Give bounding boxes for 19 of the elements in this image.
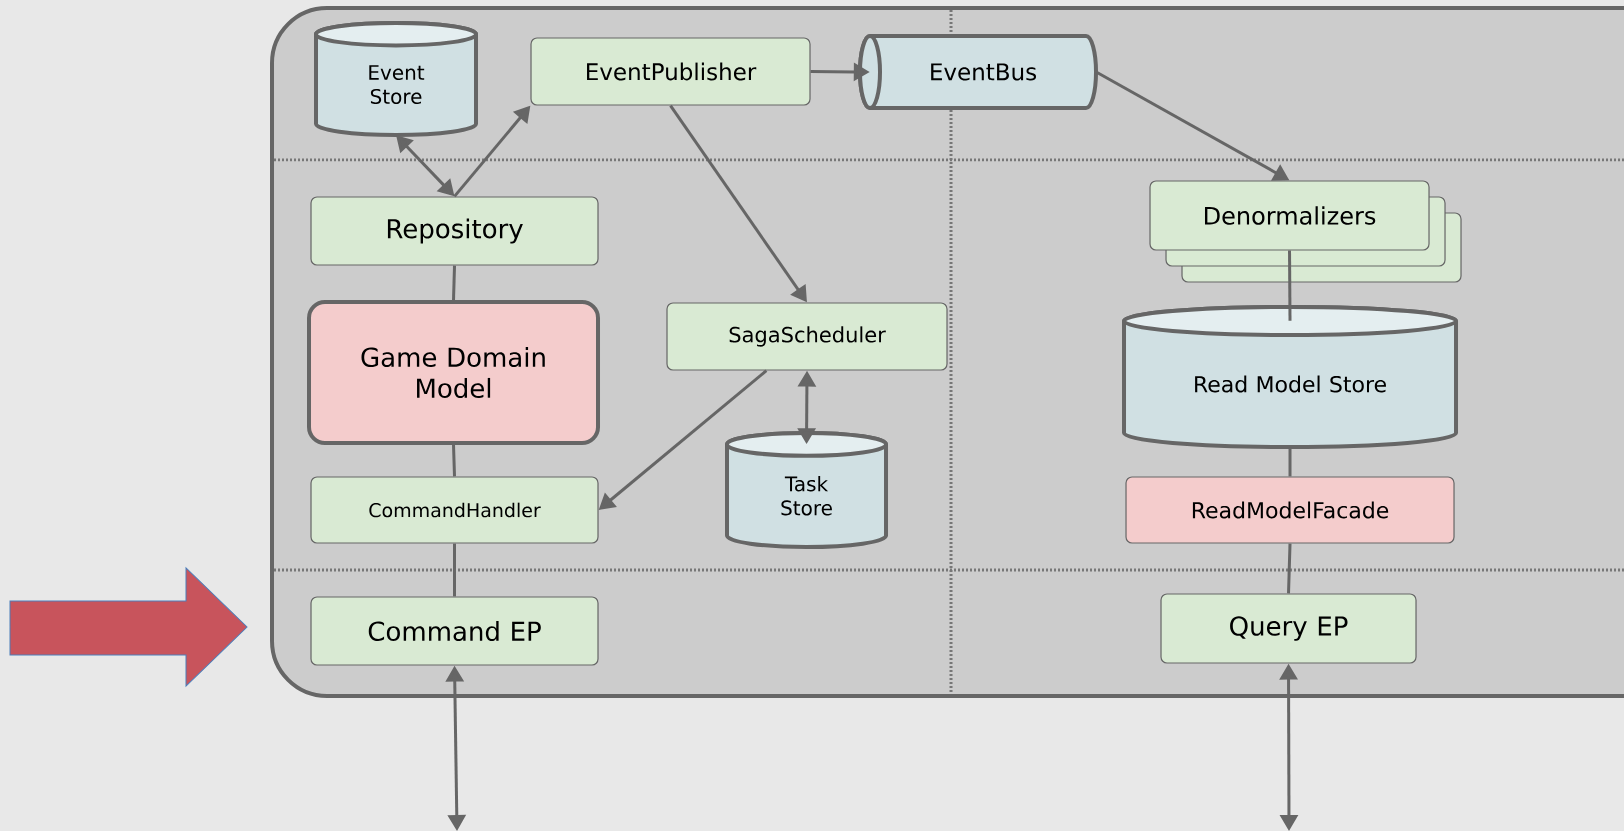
database-cylinder: Task Store bbox=[725, 431, 888, 549]
process-box: Repository bbox=[310, 196, 599, 266]
domain-box: Game Domain Model bbox=[307, 300, 600, 445]
process-box: SagaScheduler bbox=[666, 302, 948, 371]
database-cylinder: Event Store bbox=[314, 21, 478, 137]
process-box: Command EP bbox=[310, 596, 599, 666]
bus-cylinder: EventBus bbox=[858, 34, 1098, 110]
connector-line bbox=[452, 444, 456, 477]
process-box: EventPublisher bbox=[530, 37, 811, 106]
connector-line bbox=[1288, 447, 1292, 477]
process-box: Query EP bbox=[1160, 593, 1417, 664]
database-cylinder: Read Model Store bbox=[1122, 305, 1458, 449]
connector-line bbox=[1287, 543, 1292, 594]
connector-line bbox=[452, 265, 456, 301]
process-box: ReadModelFacade bbox=[1125, 476, 1455, 544]
connector-line bbox=[1288, 250, 1292, 321]
stacked-box: Denormalizers bbox=[1149, 180, 1462, 283]
process-box: CommandHandler bbox=[310, 476, 599, 544]
connector-line bbox=[453, 543, 456, 597]
